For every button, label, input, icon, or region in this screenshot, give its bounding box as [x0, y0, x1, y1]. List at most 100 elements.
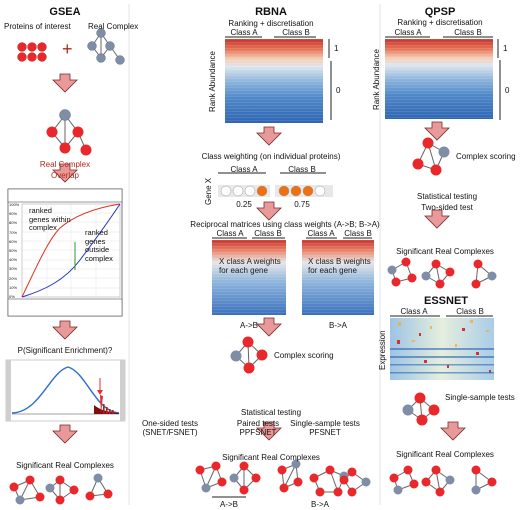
gsea-result-label: Significant Real Complexes: [16, 461, 114, 470]
matrix-right-class-a: Class A: [307, 229, 335, 238]
rbna-bottom-a-to-b: A->B: [219, 500, 239, 509]
essnet-result-label: Significant Real Complexes: [396, 450, 494, 459]
rbna-level-0: 0: [336, 86, 341, 95]
qpsp-level-0: 0: [505, 86, 510, 95]
matrix-left-class-b: Class B: [254, 229, 282, 238]
rbna-level-1: 1: [334, 44, 339, 53]
arrow-down-icon: [440, 421, 466, 441]
enrichment-question-label: P(Significant Enrichment)?: [17, 346, 113, 355]
qpsp-significant-complexes: [387, 257, 497, 289]
reciprocal-matrices-label: Reciprocal matrices using class weights …: [190, 220, 380, 229]
reciprocal-matrices: [212, 237, 374, 315]
matrix-left-text: X class A weights for each gene: [219, 257, 281, 275]
arrow-down-icon: [256, 201, 282, 221]
class-weighting-label: Class weighting (on individual proteins): [201, 152, 341, 161]
qpsp-level-1: 1: [503, 44, 508, 53]
weight-b-value: 0.75: [294, 200, 310, 209]
matrix-right-class-b: Class B: [344, 229, 372, 238]
qpsp-two-sided-test: Two-sided test: [421, 203, 473, 212]
gene-x-weights: [218, 172, 333, 197]
gsea-y-axis-ticks: 100% 90% 80% 70% 60% 50% 40% 30% 20% 10%…: [9, 203, 22, 299]
plus-sign: +: [62, 39, 73, 59]
arrow-down-icon: [52, 424, 78, 444]
ranked-genes-outside-label: ranked genes outside complex: [85, 228, 113, 263]
qpsp-rank-axis-label: Rank Abundance: [372, 49, 381, 110]
overlap-network: [46, 109, 92, 156]
essnet-significant-complexes: [389, 465, 497, 497]
y-tick: 40%: [9, 257, 18, 263]
essnet-title: ESSNET: [423, 295, 469, 307]
real-complex-network: [87, 28, 125, 65]
gene-x-label: Gene X: [204, 177, 213, 205]
weighting-class-a-label: Class A: [230, 165, 258, 174]
rbna-statistical-testing: Statistical testing: [240, 408, 302, 417]
rbna-complex-scoring: Complex scoring: [274, 351, 334, 360]
qpsp-class-b-label: Class B: [454, 28, 482, 37]
arrow-down-icon: [424, 209, 450, 229]
arrow-down-icon: [52, 163, 78, 183]
essnet-single-sample-tests: Single-sample tests: [445, 393, 515, 402]
matrix-left-class-a: Class A: [216, 229, 244, 238]
arrow-down-icon: [52, 320, 78, 340]
gsea-title: GSEA: [49, 6, 81, 18]
paired-tests-label: Paired tests PPFSNET: [236, 419, 280, 437]
arrow-down-icon: [52, 73, 78, 93]
essnet-class-a-label: Class A: [400, 307, 428, 316]
rbna-ranking-label: Ranking + discretisation: [228, 19, 314, 28]
matrix-left-caption: A->B: [239, 321, 259, 330]
y-tick: 10%: [9, 284, 18, 290]
rbna-level-brackets: [328, 39, 332, 120]
y-tick: 50%: [9, 247, 18, 253]
gsea-significant-complexes: [9, 473, 113, 505]
qpsp-complex-scoring: Complex scoring: [456, 152, 516, 161]
weight-a-value: 0.25: [236, 200, 252, 209]
arrow-down-icon: [256, 421, 282, 441]
y-tick: 0%: [9, 293, 15, 299]
qpsp-title: QPSP: [424, 6, 456, 18]
proteins-of-interest-label: Proteins of interest: [4, 22, 71, 31]
one-sided-tests-label: One-sided tests (SNET/FSNET): [141, 419, 199, 437]
rbna-bottom-b-to-a: B->A: [310, 500, 330, 509]
overlap-label-line-1: Real Complex: [39, 160, 91, 169]
arrow-down-icon: [256, 126, 282, 146]
y-tick: 20%: [9, 275, 18, 281]
arrow-down-icon: [256, 317, 282, 337]
rbna-class-a-label: Class A: [230, 28, 258, 37]
matrix-right-caption: B->A: [328, 321, 348, 330]
qpsp-ranking-label: Ranking + discretisation: [397, 18, 483, 27]
rbna-title: RBNA: [255, 6, 287, 18]
flow-arrows: [52, 73, 466, 444]
curve-within-complex: [21, 203, 121, 298]
weighting-class-b-label: Class B: [288, 165, 316, 174]
rbna-rank-axis-label: Rank Abundance: [208, 51, 217, 112]
ranked-genes-within-label: ranked genes within complex: [29, 206, 71, 232]
curve-outside-complex: [21, 203, 121, 298]
y-tick: 60%: [9, 238, 18, 244]
arrow-down-icon: [424, 121, 450, 141]
essnet-network: [402, 392, 440, 426]
essnet-expression-axis-label: Expression: [378, 330, 387, 370]
y-tick: 80%: [9, 220, 18, 226]
proteins-of-interest-nodes: [17, 42, 47, 62]
qpsp-result-label: Significant Real Complexes: [396, 247, 494, 256]
qpsp-class-a-label: Class A: [394, 28, 422, 37]
qpsp-level-brackets: [497, 39, 501, 120]
overlap-label-line-2: Overlap: [50, 171, 80, 180]
rbna-class-b-label: Class B: [282, 28, 310, 37]
essnet-heatmap: [390, 315, 494, 380]
rbna-result-label: Significant Real Complexes: [222, 453, 320, 462]
qpsp-scoring-network: [412, 137, 450, 176]
matrix-right-text: X class B weights for each gene: [308, 257, 371, 275]
real-complex-label: Real Complex: [88, 22, 139, 31]
y-tick: 100%: [9, 202, 20, 207]
essnet-class-b-label: Class B: [456, 307, 484, 316]
enrichment-distribution-plot: [5, 359, 126, 422]
gsea-running-sum-plot: [7, 188, 123, 317]
y-tick: 30%: [9, 266, 18, 272]
rbna-scoring-network: [230, 336, 268, 374]
qpsp-statistical-testing: Statistical testing: [416, 192, 478, 201]
y-tick: 70%: [9, 229, 18, 235]
rbna-significant-complexes: [195, 459, 371, 498]
single-sample-tests-label: Single-sample tests PFSNET: [290, 419, 360, 437]
